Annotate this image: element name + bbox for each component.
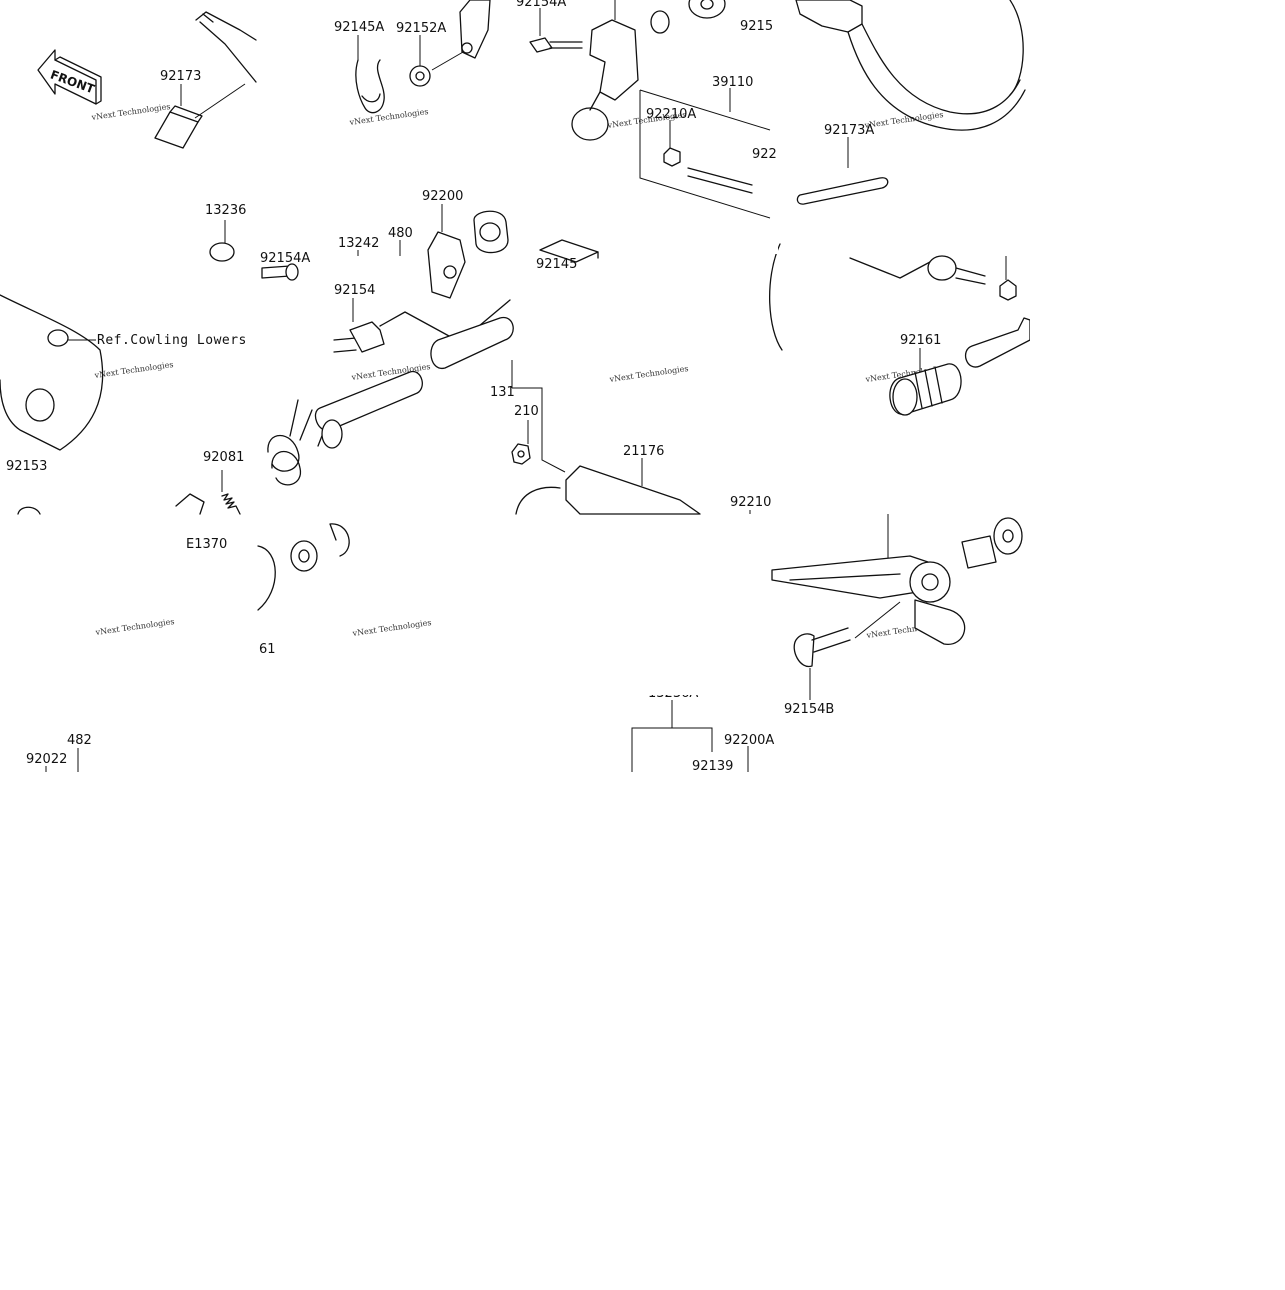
watermark-text: vNext Technologies <box>348 107 429 127</box>
part-label-92154B[interactable]: 92154B <box>784 702 834 717</box>
part-label-92200A[interactable]: 92200A <box>724 733 774 748</box>
part-label-480[interactable]: 480 <box>388 226 413 241</box>
watermark-text: vNext Technologies <box>608 364 689 384</box>
watermark-text: vNext Technologies <box>93 360 174 380</box>
part-label-9215[interactable]: 9215 <box>740 19 773 34</box>
part-label-92152A[interactable]: 92152A <box>396 21 446 36</box>
part-label-92081[interactable]: 92081 <box>203 450 244 465</box>
part-label-13236[interactable]: 13236 <box>205 203 246 218</box>
part-label-92153[interactable]: 92153 <box>6 459 47 474</box>
front-arrow-icon: FRONT <box>37 49 102 105</box>
part-label-92145[interactable]: 92145 <box>536 257 577 272</box>
watermark: vNext Technologies vNext Technologies vN… <box>90 102 946 640</box>
watermark-text: vNext Technologies <box>94 617 175 637</box>
watermark-text: vNext Technologies <box>351 618 432 638</box>
part-label-21176[interactable]: 21176 <box>623 444 664 459</box>
part-label-92022[interactable]: 92022 <box>26 752 67 767</box>
part-label-922[interactable]: 922 <box>752 147 777 162</box>
part-label-482[interactable]: 482 <box>67 733 92 748</box>
reference-note: Ref.Cowling Lowers <box>97 333 247 348</box>
part-label-92154[interactable]: 92154 <box>334 283 375 298</box>
part-label-210[interactable]: 210 <box>514 404 539 419</box>
part-label-92154A[interactable]: 92154A <box>516 0 566 10</box>
part-label-92139[interactable]: 92139 <box>692 759 733 774</box>
part-label-92210[interactable]: 92210 <box>730 495 771 510</box>
part-label-92173[interactable]: 92173 <box>160 69 201 84</box>
part-label-39110[interactable]: 39110 <box>712 75 753 90</box>
part-label-92161[interactable]: 92161 <box>900 333 941 348</box>
part-label-92210A[interactable]: 92210A <box>646 107 696 122</box>
part-label-92145A[interactable]: 92145A <box>334 20 384 35</box>
part-drawings <box>0 0 1031 772</box>
part-label-131[interactable]: 131 <box>490 385 515 400</box>
part-label-92200[interactable]: 92200 <box>422 189 463 204</box>
part-label-13242[interactable]: 13242 <box>338 236 379 251</box>
part-label-61[interactable]: 61 <box>259 642 276 657</box>
part-label-E1370[interactable]: E1370 <box>186 537 227 552</box>
watermark-text: vNext Technologies <box>90 102 171 122</box>
part-label-92154A-mid[interactable]: 92154A <box>260 251 310 266</box>
part-label-92173A[interactable]: 92173A <box>824 123 874 138</box>
